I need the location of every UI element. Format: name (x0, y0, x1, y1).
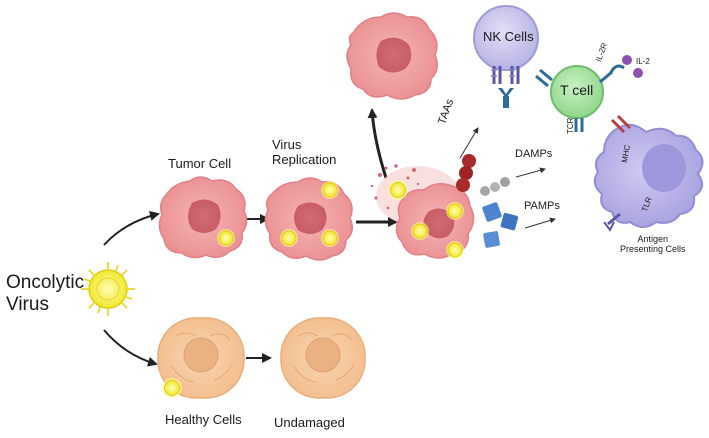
t-cell-label: T cell (560, 82, 594, 98)
pamps-icon (482, 202, 519, 248)
apc-label: Antigen Presenting Cells (620, 234, 686, 255)
t-cell (535, 55, 643, 132)
released-tumor-cell (346, 12, 438, 100)
oncolytic-virus-icon (81, 262, 135, 316)
damps-label: DAMPs (515, 148, 553, 160)
antigen-presenting-cell (593, 114, 704, 232)
virus-particle-icon (162, 378, 182, 398)
tcr-label: TCR (566, 117, 575, 134)
tumor-cell-label: Tumor Cell (168, 156, 232, 171)
virus-particle-icon (388, 180, 464, 259)
oncolytic-virus-label: Oncolytic Virus (6, 272, 85, 315)
undamaged-cell (280, 317, 366, 399)
pamps-label: PAMPs (524, 200, 560, 212)
virus-particle-icon (280, 181, 339, 247)
arrow-to-healthy (103, 329, 158, 367)
damps-icon (480, 177, 510, 196)
healthy-cell (157, 317, 245, 399)
arrow-pamps (524, 217, 556, 229)
arrow-to-tumor (103, 211, 160, 246)
virus-particle-icon (217, 229, 235, 247)
undamaged-label: Undamaged (274, 415, 345, 430)
virus-replication-label: Virus Replication (272, 137, 337, 167)
arrow-to-released-cell (367, 108, 388, 179)
healthy-cells-label: Healthy Cells (165, 412, 242, 427)
arrow-taas (459, 127, 479, 159)
tumor-cell (158, 176, 248, 259)
nk-cell (473, 5, 539, 108)
il2-label: IL-2 (636, 57, 650, 66)
nk-cells-label: NK Cells (483, 29, 534, 44)
arrow-damps (515, 167, 546, 178)
taas-icon (456, 154, 476, 192)
replicating-tumor-cell (264, 177, 353, 261)
